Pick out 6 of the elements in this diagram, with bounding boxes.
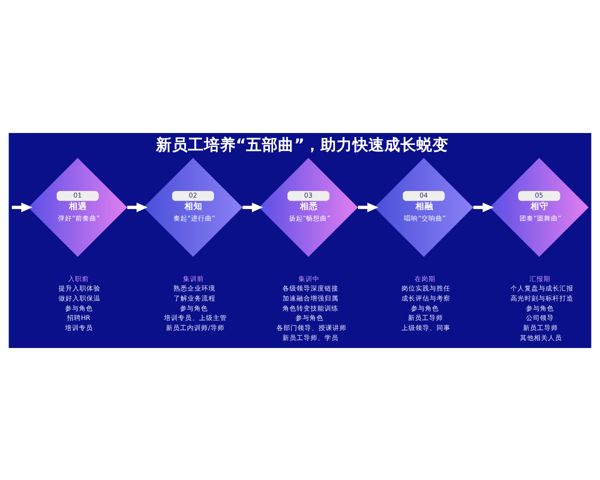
arrow: [358, 202, 378, 212]
arrow: [12, 202, 32, 212]
arrow: [473, 202, 494, 212]
arrow: [242, 202, 263, 212]
diagram-title: 新员工培养“五部曲”，助力快速成长蜕变: [156, 134, 448, 154]
arrow: [127, 202, 148, 212]
